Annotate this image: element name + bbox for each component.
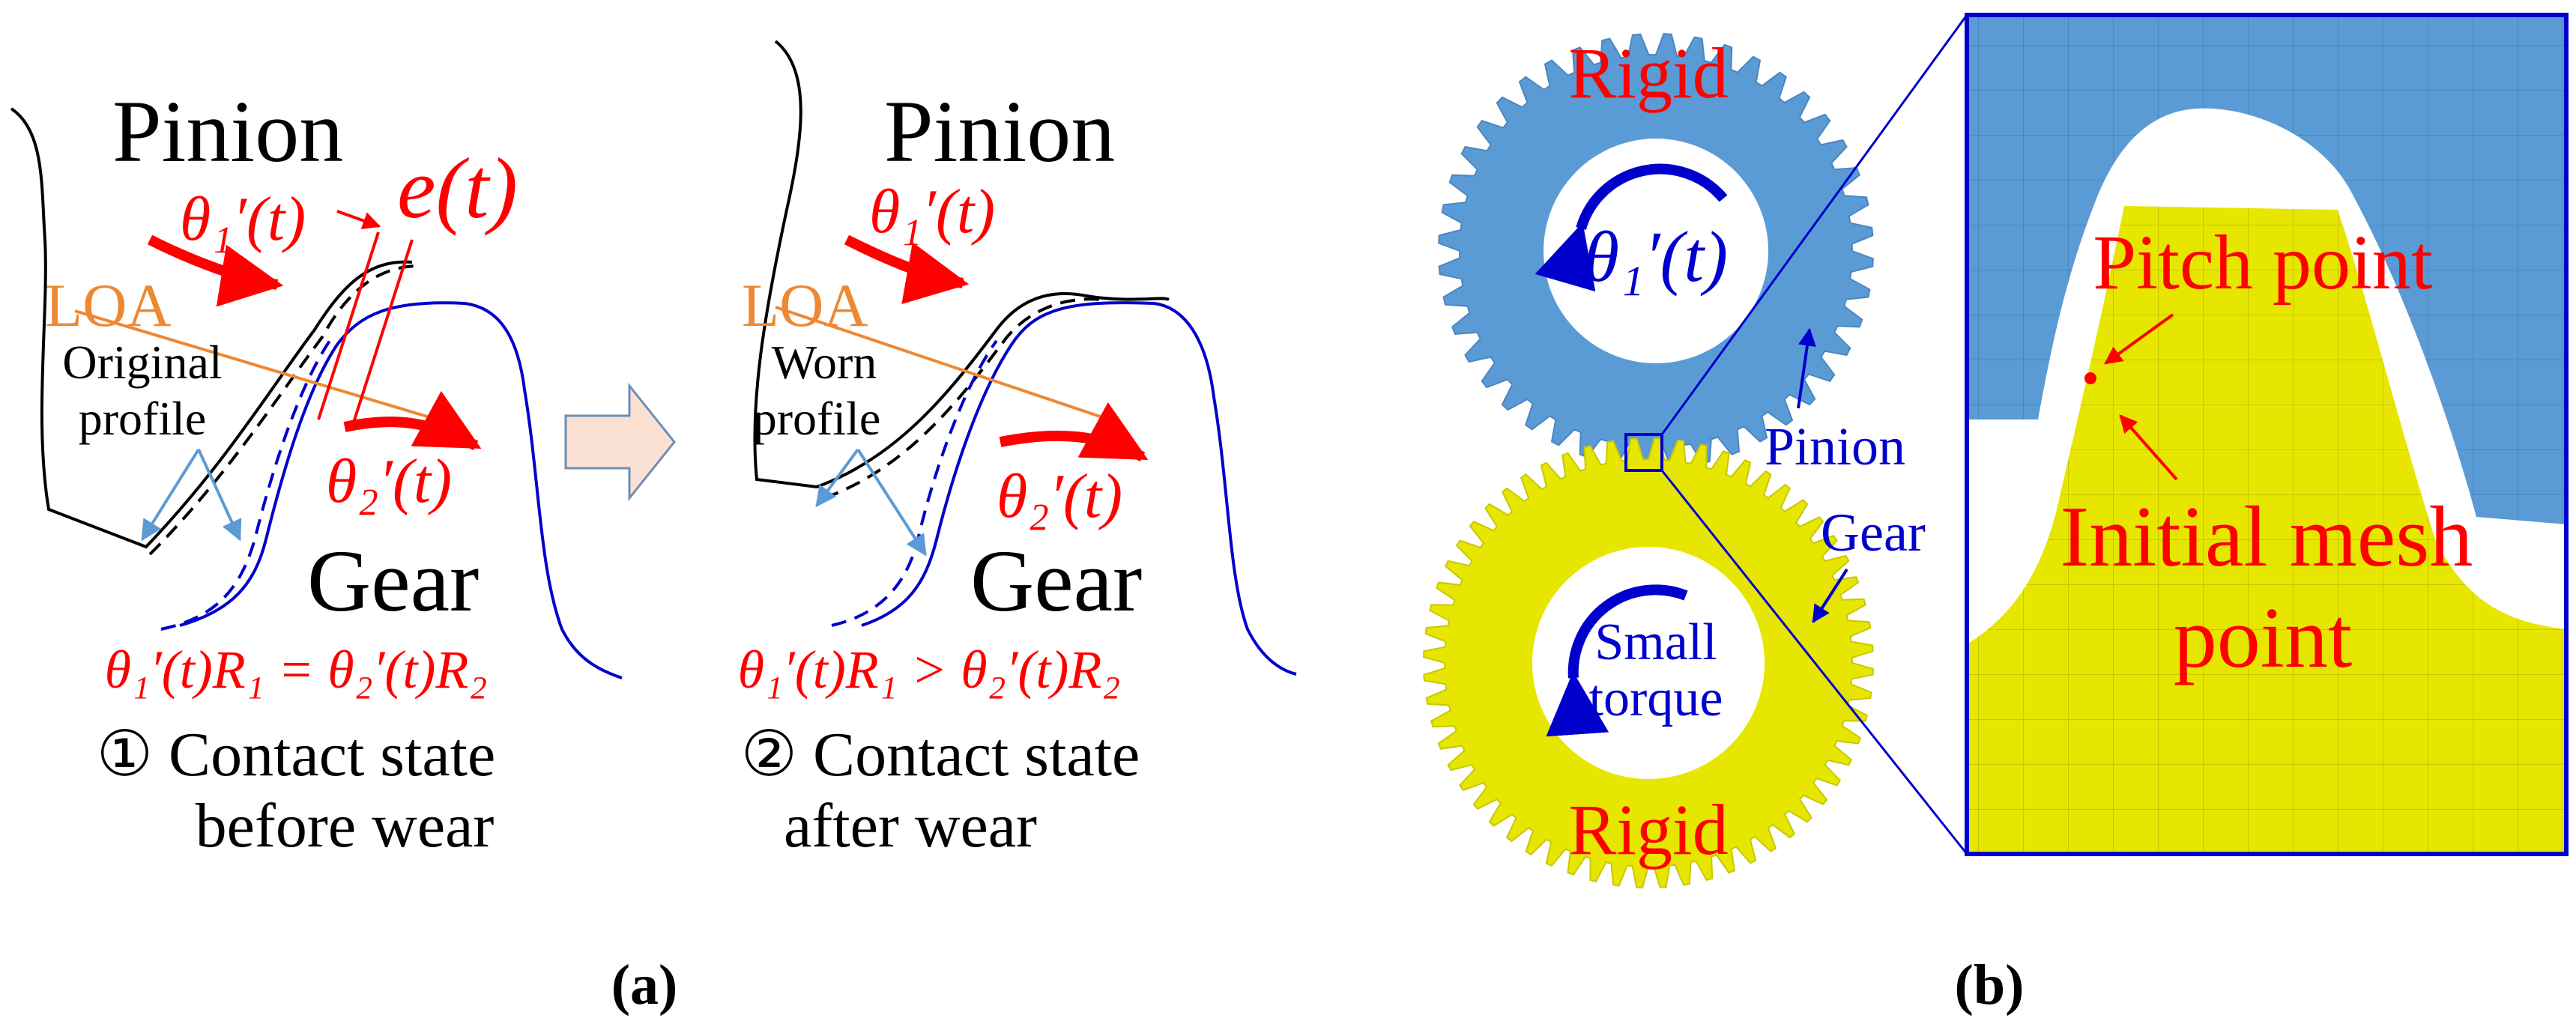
stage1-theta2-label: θ₂′(t) [326, 446, 452, 516]
stage2-caption-2: after wear [784, 791, 1037, 861]
stage1-profile-pointer-a [197, 449, 242, 542]
stage2-pinion-label: Pinion [884, 82, 1115, 181]
panel-b-label: (b) [1955, 954, 2025, 1017]
stage2-gear-label: Gear [970, 532, 1142, 630]
stage2-caption-1: ② Contact state [741, 720, 1140, 790]
stage2-equation: θ₁′(t)R₁ > θ₂′(t)R₂ [738, 640, 1121, 700]
gear-rotation-arrow [1546, 584, 1688, 737]
stage1-error-line-a [317, 231, 380, 420]
zoom-connector-top [1660, 14, 1968, 435]
zoom-pinion-region [1967, 15, 2566, 524]
stage2-pinion-worn-dashed [823, 297, 1102, 500]
stage1-gear-label: Gear [307, 532, 479, 630]
stage1-error-line-b [351, 239, 414, 428]
zoom-connector-bottom [1660, 470, 1968, 855]
zoom-gear-region [1967, 206, 2566, 854]
stage2-profile-pointer-a [856, 448, 927, 557]
stage1-gear-profile [179, 301, 623, 679]
stage2-profile-label-2: profile [753, 392, 881, 445]
stage1-caption-1: ① Contact state [97, 720, 496, 790]
stage2-gear-profile [861, 301, 1297, 676]
pitch-point-pointer [2104, 313, 2174, 365]
stage1-theta1-arrow [147, 234, 284, 307]
stage2-theta2-label: θ₂′(t) [997, 461, 1122, 531]
transition-arrow [564, 382, 676, 502]
stage1-loa-line [74, 309, 450, 425]
stage1-profile-label-2: profile [79, 392, 207, 445]
stage1-equation: θ₁′(t)R₁ = θ₂′(t)R₂ [105, 640, 488, 700]
gear-rigid-label: Rigid [1568, 790, 1728, 870]
initial-mesh-pointer [2119, 414, 2178, 481]
zoom-frame [1965, 13, 2569, 856]
panel-a-label: (a) [611, 954, 678, 1017]
zoom-panel: Pitch point Initial mesh point [1965, 13, 2569, 856]
gear-name-pointer [1812, 568, 1848, 624]
stage1-pinion-label: Pinion [112, 82, 343, 181]
gear-torque-label-1: Small [1594, 614, 1717, 671]
pitch-point-label: Pitch point [2093, 219, 2433, 306]
stage1-error-label: e(t) [397, 141, 518, 237]
gear-torque-label-2: torque [1589, 670, 1723, 727]
stage2-theta2-arrow [999, 402, 1149, 462]
stage1-profile-pointer-b [141, 448, 200, 542]
pinion-name-label: Pinion [1765, 416, 1905, 476]
stage1-diagram: Pinion θ₁′(t) e(t) LOA Original profile … [10, 82, 623, 861]
panel-b: Rigid θ₁′(t) Small torque Rigid Pinion G… [1423, 13, 2569, 888]
pinion-name-pointer [1797, 327, 1816, 409]
stage2-profile-label-1: Worn [772, 336, 877, 389]
stage1-profile-label-1: Original [62, 336, 222, 389]
pinion-rotation-label: θ₁′(t) [1584, 216, 1728, 297]
pitch-point-marker [2084, 372, 2096, 384]
stage1-loa-label: LOA [45, 271, 172, 339]
stage2-theta1-arrow [844, 234, 970, 305]
stage1-theta2-arrow [343, 390, 482, 451]
stage2-diagram: Pinion θ₁′(t) LOA Worn profile θ₂′(t) Ge… [738, 40, 1297, 861]
initial-mesh-label-1: Initial mesh [2061, 489, 2473, 585]
stage2-theta1-label: θ₁′(t) [869, 177, 995, 246]
stage1-theta1-label: θ₁′(t) [180, 184, 306, 254]
gear-name-label: Gear [1821, 503, 1926, 563]
pinion-rotation-arrow [1535, 163, 1728, 292]
stage2-gear-worn-dashed [831, 339, 998, 627]
stage2-loa-label: LOA [742, 271, 868, 339]
stage1-pinion-profile [10, 107, 413, 549]
stage2-profile-pointer-b [815, 448, 859, 508]
mesh-zoom-box [1624, 433, 1663, 472]
stage2-loa-line [775, 306, 1110, 421]
stage1-caption-2: before wear [196, 791, 495, 861]
stage2-pinion-profile [753, 40, 1170, 489]
stage1-gear-original-dashed [160, 339, 331, 631]
pinion-rigid-label: Rigid [1568, 33, 1728, 113]
stage1-pinion-original-dashed [148, 264, 420, 556]
stage1-error-arrow [336, 210, 381, 230]
initial-mesh-label-2: point [2174, 590, 2352, 686]
